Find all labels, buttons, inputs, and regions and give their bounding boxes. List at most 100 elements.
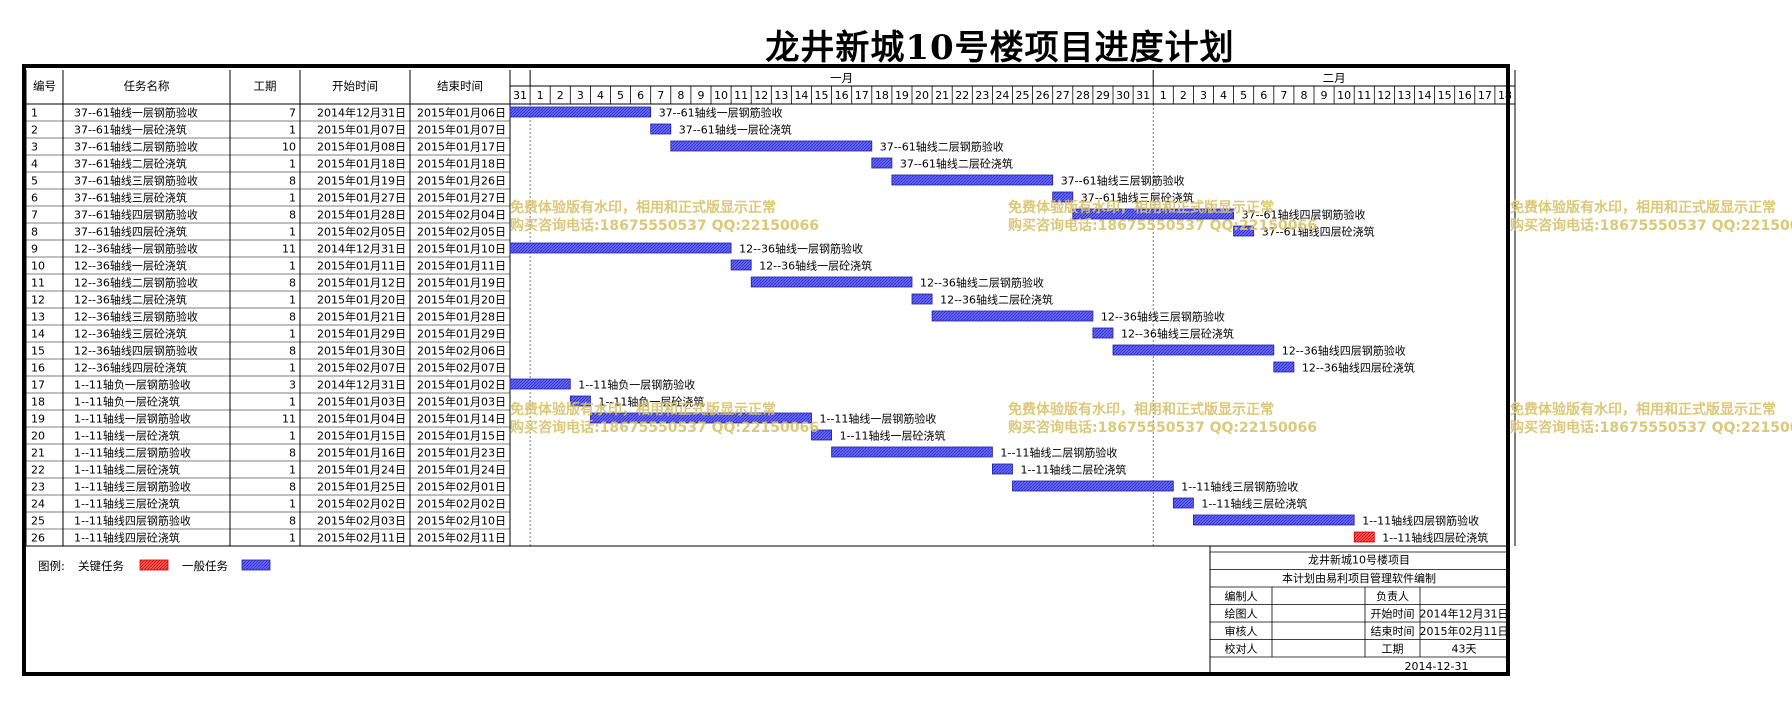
- info-label: 审核人: [1225, 624, 1258, 638]
- task-name: 1--11轴线三层钢筋验收: [74, 480, 191, 494]
- task-name: 12--36轴线三层砼浇筑: [74, 327, 187, 341]
- day-label: 13: [1397, 89, 1411, 102]
- task-end: 2015年02月11日: [417, 531, 506, 545]
- task-bar-label: 1--11轴线二层钢筋验收: [1000, 446, 1117, 460]
- task-start: 2015年02月11日: [317, 531, 406, 545]
- task-start: 2015年01月08日: [317, 140, 406, 154]
- info-label: 负责人: [1376, 589, 1409, 603]
- info-value: 2014年12月31日: [1420, 607, 1509, 621]
- info-label: 编制人: [1225, 589, 1258, 603]
- month-label: 二月: [1323, 71, 1346, 85]
- task-end: 2015年01月10日: [417, 242, 506, 256]
- task-duration: 1: [289, 328, 296, 341]
- info-value: 43天: [1452, 643, 1477, 656]
- task-name: 12--36轴线一层砼浇筑: [74, 259, 187, 273]
- task-name: 1--11轴负一层钢筋验收: [74, 378, 191, 392]
- task-start: 2015年01月20日: [317, 293, 406, 307]
- task-end: 2015年02月02日: [417, 497, 506, 511]
- task-duration: 8: [289, 345, 296, 358]
- task-duration: 11: [282, 413, 296, 426]
- task-id: 9: [31, 243, 38, 256]
- info-project: 龙井新城10号楼项目: [1308, 553, 1410, 567]
- task-bar: [1072, 208, 1235, 220]
- info-label: 开始时间: [1371, 607, 1415, 621]
- task-duration: 1: [289, 192, 296, 205]
- task-bar: [1012, 480, 1174, 492]
- task-id: 20: [31, 430, 45, 443]
- day-label: 27: [1056, 89, 1070, 102]
- task-bar-label: 1--11轴线一层钢筋验收: [820, 412, 937, 426]
- watermark-text: 免费体验版有水印，相用和正式版显示正常: [510, 199, 776, 216]
- day-label: 31: [513, 89, 527, 102]
- task-start: 2015年01月07日: [317, 123, 406, 137]
- task-end: 2015年01月19日: [417, 276, 506, 290]
- task-bar: [1353, 531, 1375, 543]
- task-bar-label: 37--61轴线四层钢筋验收: [1242, 208, 1366, 222]
- task-start: 2014年12月31日: [317, 242, 406, 256]
- column-header: 开始时间: [332, 79, 378, 93]
- task-start: 2015年01月04日: [317, 412, 406, 426]
- task-duration: 11: [282, 243, 296, 256]
- task-start: 2015年02月02日: [317, 497, 406, 511]
- day-label: 11: [1357, 89, 1371, 102]
- task-end: 2015年02月04日: [417, 208, 506, 222]
- column-header: 编号: [33, 79, 56, 93]
- day-label: 30: [1116, 89, 1130, 102]
- task-start: 2015年01月28日: [317, 208, 406, 222]
- task-end: 2015年01月20日: [417, 293, 506, 307]
- task-bar: [1193, 514, 1355, 526]
- day-label: 17: [1478, 89, 1492, 102]
- task-name: 12--36轴线二层钢筋验收: [74, 276, 198, 290]
- task-end: 2015年01月27日: [417, 191, 506, 205]
- task-name: 1--11轴线二层钢筋验收: [74, 446, 191, 460]
- chart-frame: [22, 64, 1510, 676]
- task-bar: [590, 412, 812, 424]
- task-end: 2015年01月18日: [417, 157, 506, 171]
- legend-title: 图例:: [38, 559, 65, 573]
- day-label: 14: [794, 89, 808, 102]
- task-end: 2015年01月06日: [417, 106, 506, 120]
- task-bar-label: 12--36轴线一层砼浇筑: [759, 259, 872, 273]
- task-name: 37--61轴线一层砼浇筑: [74, 123, 187, 137]
- task-start: 2015年01月12日: [317, 276, 406, 290]
- task-bar-label: 37--61轴线一层砼浇筑: [679, 123, 792, 137]
- task-end: 2015年01月14日: [417, 412, 506, 426]
- task-bar-label: 1--11轴负一层钢筋验收: [578, 378, 695, 392]
- task-bar-label: 1--11轴负一层砼浇筑: [598, 395, 704, 409]
- info-label: 绘图人: [1225, 607, 1258, 621]
- task-bar-label: 12--36轴线三层砼浇筑: [1121, 327, 1234, 341]
- task-start: 2015年01月27日: [317, 191, 406, 205]
- task-end: 2015年02月01日: [417, 480, 506, 494]
- task-end: 2015年01月11日: [417, 259, 506, 273]
- watermark-text: 免费体验版有水印，相用和正式版显示正常: [1510, 401, 1776, 418]
- task-start: 2015年01月24日: [317, 463, 406, 477]
- watermark-text: 免费体验版有水印，相用和正式版显示正常: [1510, 199, 1776, 216]
- day-label: 21: [935, 89, 949, 102]
- column-header: 结束时间: [437, 79, 483, 93]
- day-label: 8: [1300, 89, 1307, 102]
- task-id: 23: [31, 481, 45, 494]
- day-label: 17: [855, 89, 869, 102]
- task-bar-label: 1--11轴线一层砼浇筑: [840, 429, 946, 443]
- task-bar: [569, 395, 591, 407]
- task-duration: 1: [289, 532, 296, 545]
- task-id: 6: [31, 192, 38, 205]
- task-bar: [730, 259, 752, 271]
- task-duration: 8: [289, 481, 296, 494]
- watermark-text: 购买咨询电话:18675550537 QQ:22150066: [510, 217, 819, 234]
- task-end: 2015年01月03日: [417, 395, 506, 409]
- task-duration: 10: [282, 141, 296, 154]
- task-duration: 8: [289, 175, 296, 188]
- task-duration: 1: [289, 124, 296, 137]
- task-name: 37--61轴线一层钢筋验收: [74, 106, 198, 120]
- watermark-text: 购买咨询电话:18675550537 QQ:22150066: [1008, 217, 1317, 234]
- task-end: 2015年01月24日: [417, 463, 506, 477]
- day-label: 8: [677, 89, 684, 102]
- day-label: 12: [754, 89, 768, 102]
- watermark-text: 购买咨询电话:18675550537 QQ:22150066: [1510, 217, 1792, 234]
- task-name: 37--61轴线二层砼浇筑: [74, 157, 187, 171]
- task-bar-label: 1--11轴线四层砼浇筑: [1382, 531, 1488, 545]
- task-duration: 8: [289, 447, 296, 460]
- task-end: 2015年02月05日: [417, 225, 506, 239]
- task-start: 2015年01月03日: [317, 395, 406, 409]
